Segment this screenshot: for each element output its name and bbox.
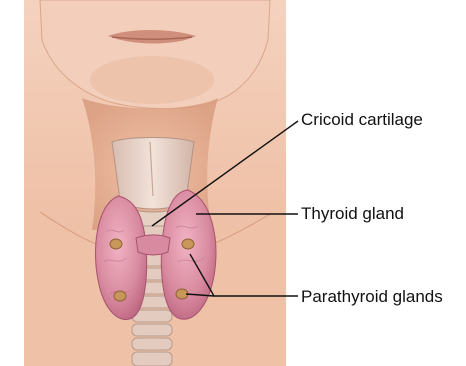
parathyroid-lower-left [114, 291, 126, 301]
parathyroid-upper-left [110, 239, 122, 249]
label-cricoid-cartilage: Cricoid cartilage [301, 111, 423, 128]
label-parathyroid-glands: Parathyroid glands [301, 288, 443, 305]
thyroid-isthmus [136, 235, 170, 255]
label-thyroid-gland: Thyroid gland [301, 205, 404, 222]
parathyroid-upper-right [182, 239, 194, 249]
